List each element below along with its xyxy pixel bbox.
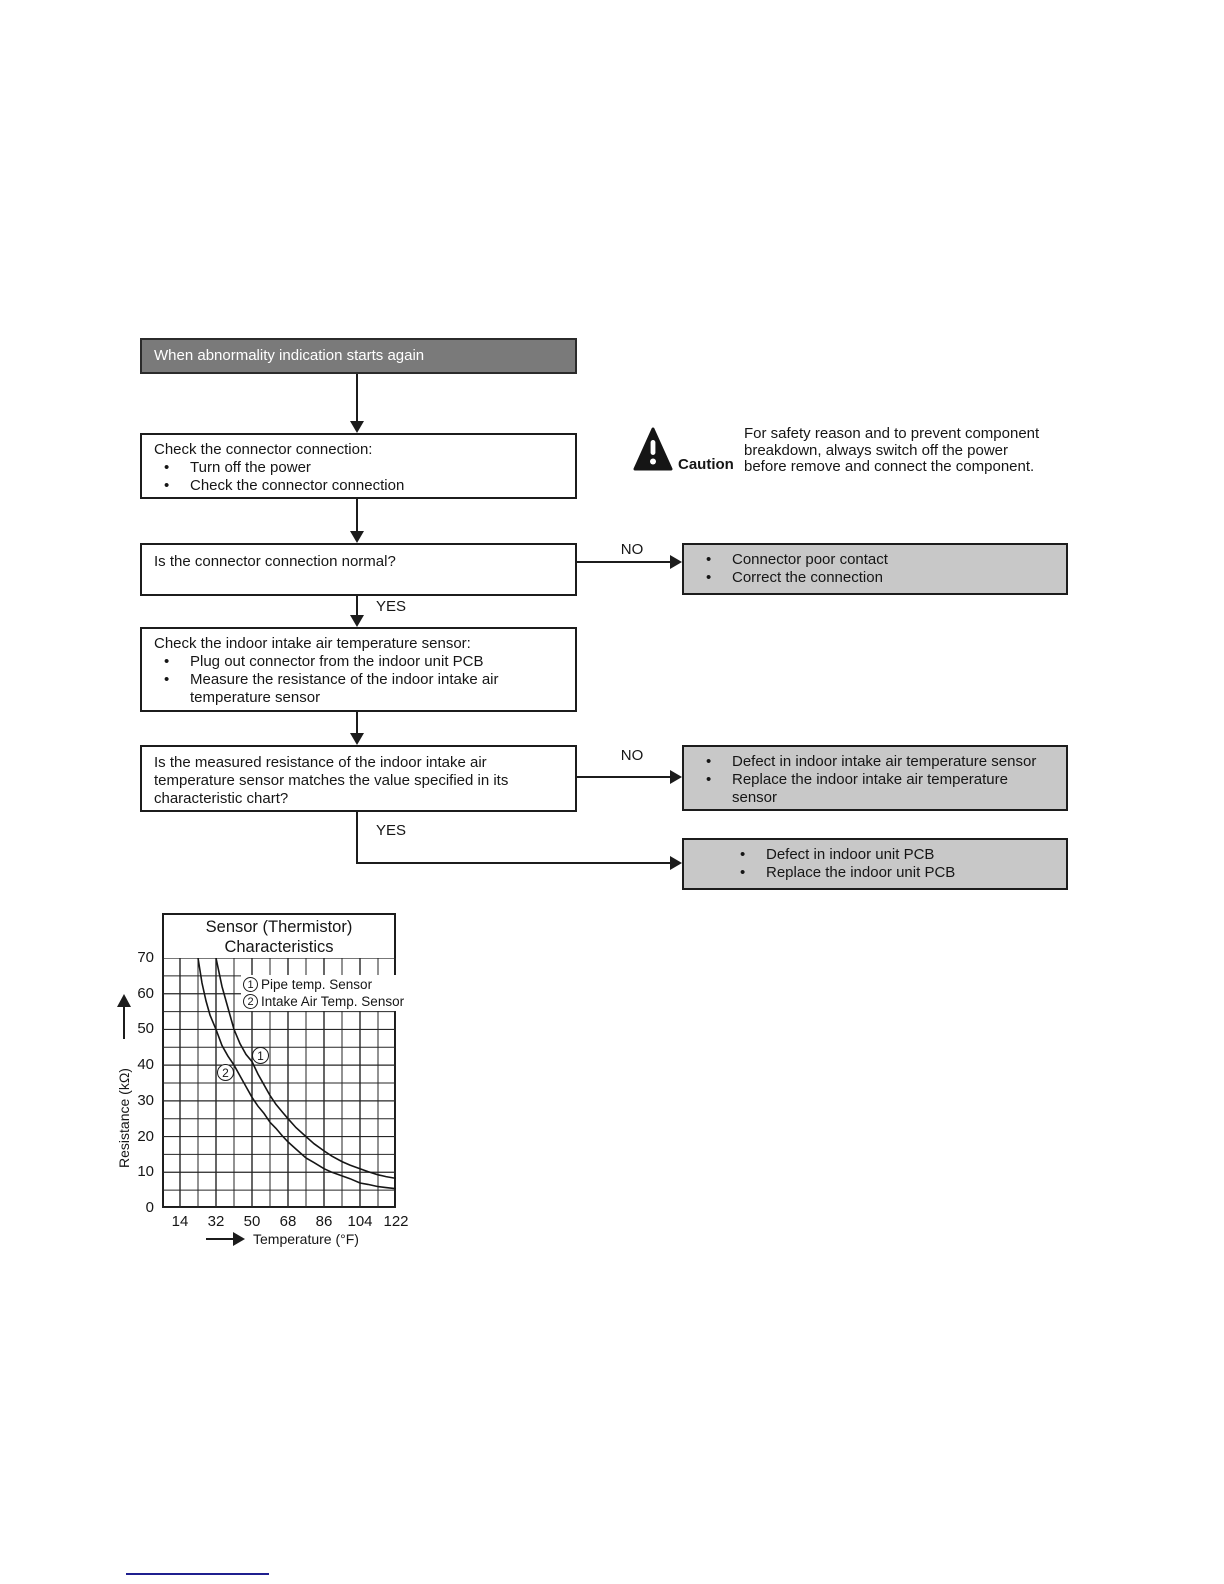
flow-line — [356, 374, 358, 422]
flow-step-check-connector: Check the connector connection: Turn off… — [140, 433, 577, 499]
bullet-item: Check the connector connection — [154, 477, 563, 495]
bullet-item: Measure the resistance of the indoor int… — [154, 671, 563, 707]
bullet-item: Replace the indoor intake air temperatur… — [696, 771, 1054, 807]
flow-start-label: When abnormality indication starts again — [154, 347, 425, 364]
y-tick-label: 40 — [137, 1056, 154, 1074]
caution-line: For safety reason and to prevent compone… — [744, 425, 1040, 442]
flow-decision-resistance: Is the measured resistance of the indoor… — [140, 745, 577, 812]
warning-triangle-icon — [633, 427, 673, 471]
arrow-right-icon — [670, 555, 682, 569]
legend-marker-2: 2 — [243, 994, 258, 1009]
bullet-text: Defect in indoor intake air temperature … — [732, 753, 1037, 770]
flow-line — [356, 596, 358, 617]
bullet-item: Correct the connection — [696, 569, 1054, 587]
bullet-item: Replace the indoor unit PCB — [730, 864, 1054, 882]
bullet-text: Correct the connection — [732, 569, 883, 586]
flow-result-sensor: Defect in indoor intake air temperature … — [682, 745, 1068, 811]
x-axis-arrow-line — [206, 1238, 234, 1240]
arrow-right-icon — [233, 1232, 245, 1246]
y-tick-label: 50 — [137, 1020, 154, 1038]
bullet-text: Plug out connector from the indoor unit … — [190, 653, 484, 670]
legend-entry: 1 Pipe temp. Sensor — [243, 976, 405, 993]
branch-yes-label: YES — [376, 822, 407, 839]
flow-start-box: When abnormality indication starts again — [140, 338, 577, 374]
y-tick-label: 60 — [137, 984, 154, 1002]
legend-label: Intake Air Temp. Sensor — [261, 994, 405, 1009]
y-tick-label: 20 — [137, 1127, 154, 1145]
arrow-right-icon — [670, 770, 682, 784]
step-title: Check the connector connection: — [154, 441, 373, 458]
caution-line: before remove and connect the component. — [744, 458, 1035, 475]
flow-line — [577, 561, 671, 563]
flow-line — [356, 862, 671, 864]
x-tick-label: 68 — [279, 1213, 297, 1230]
arrow-up-icon — [117, 994, 131, 1007]
flow-line — [356, 499, 358, 533]
arrow-down-icon — [350, 733, 364, 745]
y-tick-label: 70 — [137, 949, 154, 966]
x-tick-label: 14 — [171, 1213, 189, 1230]
bullet-text: Measure the resistance of the indoor int… — [190, 671, 499, 706]
chart-title: Sensor (Thermistor) Characteristics — [205, 918, 353, 956]
x-axis-label: Temperature (°F) — [253, 1231, 359, 1247]
caution-line: breakdown, always switch off the power — [744, 441, 1009, 459]
flow-step-check-sensor: Check the indoor intake air temperature … — [140, 627, 577, 712]
flow-line — [356, 812, 358, 864]
branch-yes-label: YES — [376, 598, 407, 615]
arrow-right-icon — [670, 856, 682, 870]
branch-no-label: NO — [620, 747, 644, 764]
flow-result-connector: Connector poor contact Correct the conne… — [682, 543, 1068, 595]
x-tick-label: 86 — [315, 1213, 333, 1230]
legend-entry: 2 Intake Air Temp. Sensor — [243, 993, 405, 1010]
caution-text: For safety reason and to prevent compone… — [744, 425, 1074, 476]
chart-legend: 1 Pipe temp. Sensor 2 Intake Air Temp. S… — [241, 975, 407, 1011]
y-tick-label: 10 — [137, 1163, 154, 1181]
arrow-down-icon — [350, 421, 364, 433]
branch-no-label: NO — [620, 541, 644, 558]
x-tick-label: 122 — [383, 1213, 409, 1230]
bullet-text: Replace the indoor unit PCB — [766, 864, 956, 881]
bullet-text: Check the connector connection — [190, 477, 405, 494]
step-title: Check the indoor intake air temperature … — [154, 635, 471, 652]
arrow-down-icon — [350, 531, 364, 543]
flow-line — [577, 776, 671, 778]
curve-pipe-temp-sensor — [215, 958, 396, 1180]
y-tick-label: 0 — [145, 1199, 154, 1216]
bullet-item: Turn off the power — [154, 459, 563, 477]
curve-marker-pipe: 1 — [252, 1047, 269, 1064]
decision-question: Is the measured resistance of the indoor… — [154, 754, 509, 807]
x-tick-label: 104 — [347, 1213, 373, 1230]
bullet-item: Plug out connector from the indoor unit … — [154, 653, 563, 671]
flow-result-pcb: Defect in indoor unit PCB Replace the in… — [682, 838, 1068, 890]
x-tick-label: 32 — [207, 1213, 225, 1230]
legend-label: Pipe temp. Sensor — [261, 977, 373, 992]
bullet-item: Connector poor contact — [696, 551, 1054, 569]
arrow-down-icon — [350, 615, 364, 627]
bullet-item: Defect in indoor unit PCB — [730, 846, 1054, 864]
y-tick-label: 30 — [137, 1091, 154, 1109]
bullet-text: Defect in indoor unit PCB — [766, 846, 935, 863]
curve-marker-intake: 2 — [217, 1064, 234, 1081]
bullet-text: Turn off the power — [190, 459, 311, 476]
bullet-text: Replace the indoor intake air temperatur… — [732, 771, 1008, 806]
bullet-text: Connector poor contact — [732, 551, 888, 568]
decision-question: Is the connector connection normal? — [154, 553, 396, 570]
flow-line — [356, 712, 358, 735]
caution-label: Caution — [678, 456, 734, 473]
flow-decision-connector: Is the connector connection normal? — [140, 543, 577, 596]
x-tick-label: 50 — [243, 1213, 261, 1230]
bullet-item: Defect in indoor intake air temperature … — [696, 753, 1054, 771]
y-axis-arrow-line — [123, 1006, 125, 1039]
thermistor-chart-frame — [162, 913, 396, 1208]
curve-intake-air-temp-sensor — [197, 958, 396, 1190]
legend-marker-1: 1 — [243, 977, 258, 992]
footer-link-rule — [126, 1573, 269, 1575]
